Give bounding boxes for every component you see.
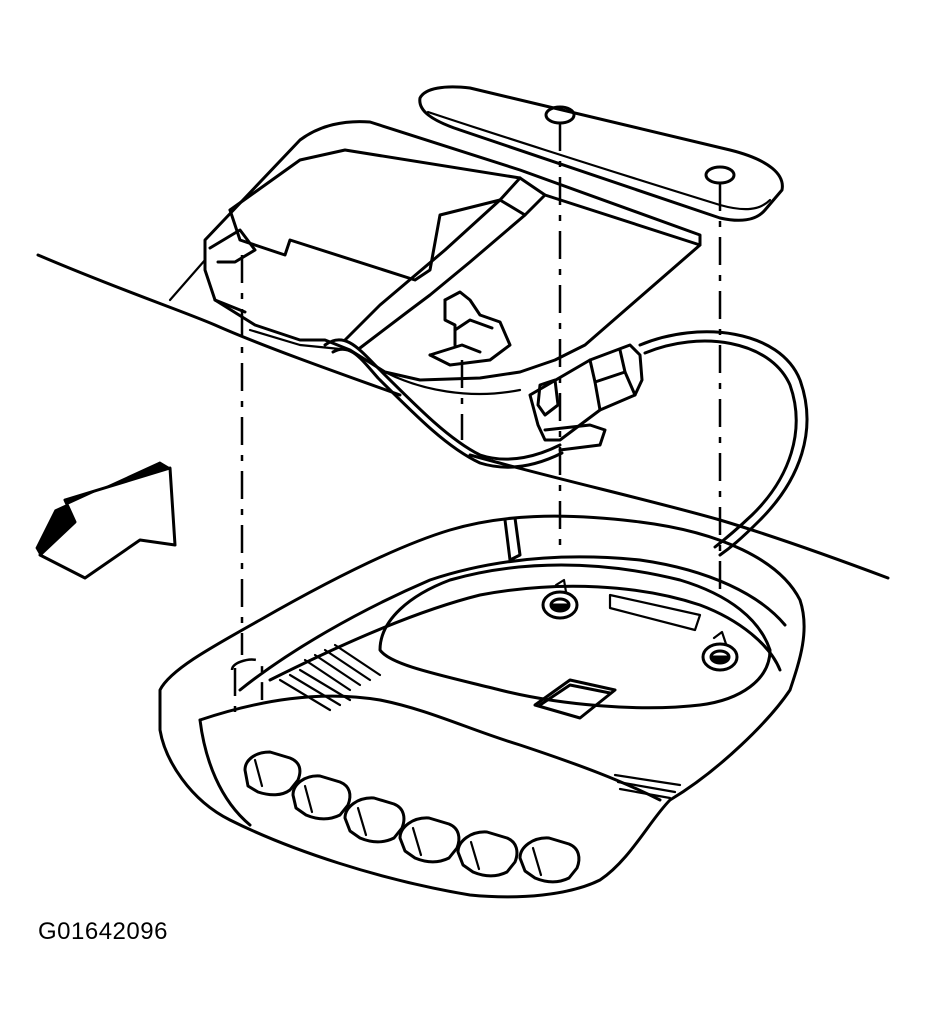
mounting-bracket — [203, 120, 702, 396]
electrical-connector — [528, 343, 644, 452]
fastener-screw-right — [701, 630, 739, 672]
overhead-console — [158, 514, 806, 899]
front-direction-arrow-icon — [35, 461, 177, 580]
console-switch-buttons — [243, 750, 581, 884]
console-button-6 — [518, 836, 581, 884]
wiring-harness — [323, 330, 809, 557]
headliner-surface — [36, 253, 890, 580]
console-button-5 — [456, 830, 519, 878]
console-button-2 — [291, 774, 352, 821]
alignment-lines — [240, 123, 722, 655]
console-button-4 — [398, 816, 461, 864]
console-button-3 — [343, 796, 406, 844]
fastener-screw-left — [541, 578, 579, 620]
figure-id-label: G01642096 — [38, 918, 168, 945]
console-button-1 — [243, 750, 302, 797]
